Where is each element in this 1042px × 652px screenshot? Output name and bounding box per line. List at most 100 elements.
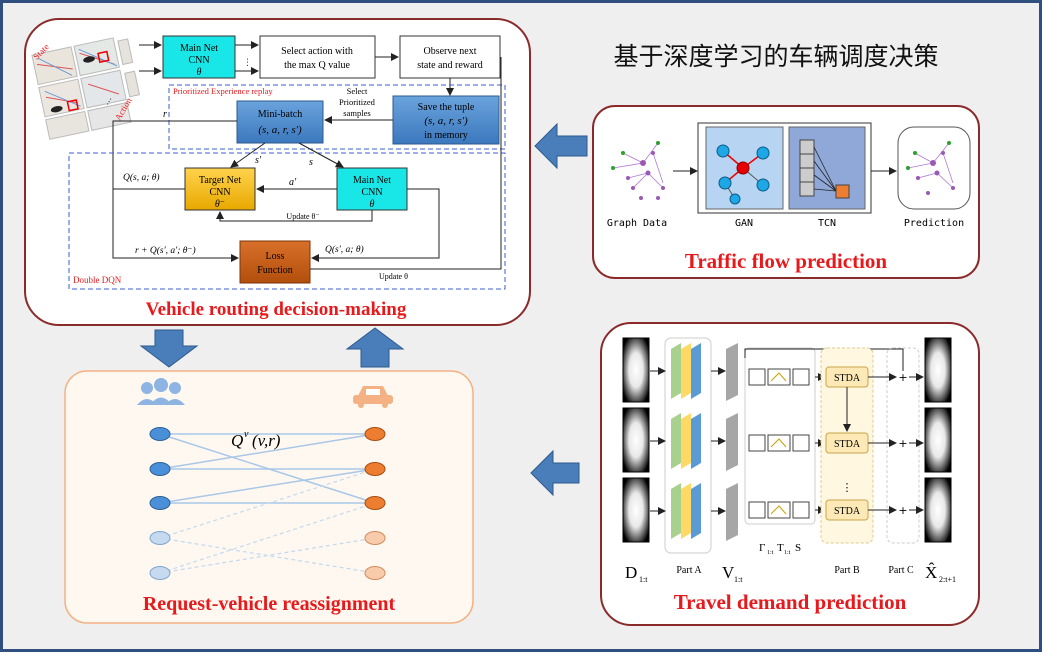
- q-target-label: Q(s, a; θ): [123, 172, 160, 183]
- loss-l1: Loss: [266, 251, 285, 262]
- plus-3: +: [898, 504, 907, 517]
- stda-label-1: STDA: [834, 373, 861, 384]
- v-label: V: [722, 563, 735, 582]
- plus-1: +: [898, 371, 907, 384]
- s-prime-label: s′: [255, 155, 262, 166]
- graph-data-image: [611, 141, 665, 200]
- embed-region: [744, 347, 816, 525]
- car-icon: [353, 386, 393, 408]
- reassign-panel: Q v (v,r) Request-vehicle reassignment: [64, 370, 474, 624]
- main-net-top-l3: θ: [197, 67, 202, 78]
- diagram-svg: State Action ... Main Net CNN θ ⋮ Select…: [24, 18, 980, 626]
- per-region: [168, 84, 506, 150]
- x-sub: 2:t+1: [939, 575, 956, 584]
- main-net-top-box: [162, 35, 236, 79]
- q-label: Q: [231, 431, 243, 450]
- observe-box: [399, 35, 501, 79]
- select-samples-l2: Prioritized: [339, 97, 376, 107]
- plus-2: +: [898, 437, 907, 450]
- stda-label-3: STDA: [834, 506, 861, 517]
- target-net-l2: CNN: [209, 187, 230, 198]
- graph-data-label: Graph Data: [607, 218, 667, 229]
- gamma-label: Γ: [759, 542, 765, 554]
- traffic-caption: Traffic flow prediction: [685, 249, 888, 273]
- stda-label-2: STDA: [834, 439, 861, 450]
- double-dqn-label: Double DQN: [73, 275, 122, 285]
- select-samples-l1: Select: [347, 86, 368, 96]
- save-tuple-l3: in memory: [424, 130, 468, 141]
- q-args: (v,r): [252, 431, 281, 450]
- mini-batch-box: [236, 100, 324, 144]
- target-net-l1: Target Net: [199, 175, 241, 186]
- output-frames: [924, 337, 952, 543]
- traffic-panel: Graph Data GAN: [592, 105, 980, 279]
- prediction-label: Prediction: [904, 218, 964, 229]
- net-dots: ⋮: [243, 58, 252, 68]
- v-sub: 1:t: [734, 575, 743, 584]
- target-net-l3: θ⁻: [215, 199, 225, 210]
- routing-caption: Vehicle routing decision-making: [146, 299, 407, 320]
- part-c-label: Part C: [888, 565, 914, 576]
- q-main-label: Q(s′, a; θ): [325, 244, 364, 255]
- save-tuple-box: [392, 95, 500, 145]
- arrow-left-icon-top: [534, 122, 588, 170]
- r-plus-label: r + Q(s′, a′; θ⁻): [135, 245, 196, 256]
- main-net-2-l1: Main Net: [353, 175, 391, 186]
- main-net-top-l2: CNN: [188, 55, 209, 66]
- routing-panel: State Action ... Main Net CNN θ ⋮ Select…: [24, 18, 531, 326]
- tcn-label: TCN: [818, 218, 836, 229]
- double-dqn-region: [68, 152, 506, 290]
- loss-box: [239, 240, 311, 284]
- gan-graph: [716, 144, 770, 205]
- reassign-panel-frame: [64, 370, 474, 624]
- select-action-l2: the max Q value: [284, 60, 350, 71]
- select-action-box: [259, 35, 376, 79]
- t-label: T: [777, 542, 784, 554]
- per-label: Prioritized Experience replay: [173, 86, 273, 96]
- v-layers: [726, 343, 738, 541]
- stda-dots: ⋮: [842, 481, 853, 494]
- q-sup: v: [244, 429, 249, 440]
- part-a-layers: [671, 343, 701, 539]
- users-icon: [137, 378, 185, 405]
- a-prime-label: a′: [289, 177, 297, 188]
- embed-boxes: [748, 368, 810, 519]
- arrow-up-icon: [345, 327, 405, 368]
- tcn-stack: [799, 139, 850, 199]
- request-nodes: [149, 427, 171, 580]
- arrow-down-icon: [139, 329, 199, 368]
- part-a-region: [664, 337, 712, 554]
- gan-box: [705, 126, 784, 210]
- main-net-top-l1: Main Net: [180, 43, 218, 54]
- t-sub: 1:t: [784, 550, 791, 556]
- arrow-left-icon-bottom: [530, 449, 580, 497]
- s-label: S: [795, 542, 801, 554]
- gamma-sub: 1:t: [767, 550, 774, 556]
- save-tuple-l2: (s, a, r, s′): [424, 115, 468, 127]
- d-sub: 1:t: [639, 575, 648, 584]
- part-b-label: Part B: [834, 565, 860, 576]
- demand-panel-frame: [600, 322, 980, 626]
- vehicle-nodes: [364, 427, 386, 580]
- update-theta-label: Update θ: [379, 272, 408, 281]
- prediction-graph-image: [906, 141, 955, 195]
- mini-batch-l1: Mini-batch: [258, 109, 302, 120]
- demand-caption: Travel demand prediction: [674, 590, 907, 614]
- main-net-2-l3: θ: [370, 199, 375, 210]
- r-label: r: [163, 109, 167, 120]
- save-tuple-l1: Save the tuple: [418, 102, 475, 113]
- main-title: 基于深度学习的车辆调度决策: [613, 42, 938, 71]
- s-label: s: [309, 157, 313, 168]
- x-label: X̂: [925, 563, 937, 582]
- part-a-label: Part A: [676, 565, 702, 576]
- update-minus-label: Update θ⁻: [286, 212, 319, 221]
- loss-l2: Function: [257, 265, 293, 276]
- reassign-caption: Request-vehicle reassignment: [143, 593, 396, 615]
- bipartite-edges: [159, 433, 376, 574]
- demand-panel: STDA STDA STDA ⋮ + + + D 1:t Part A V 1:…: [600, 322, 980, 626]
- select-samples-l3: samples: [343, 108, 370, 118]
- target-net-box: [184, 167, 256, 211]
- main-net-2-l2: CNN: [361, 187, 382, 198]
- observe-l1: Observe next: [423, 46, 476, 57]
